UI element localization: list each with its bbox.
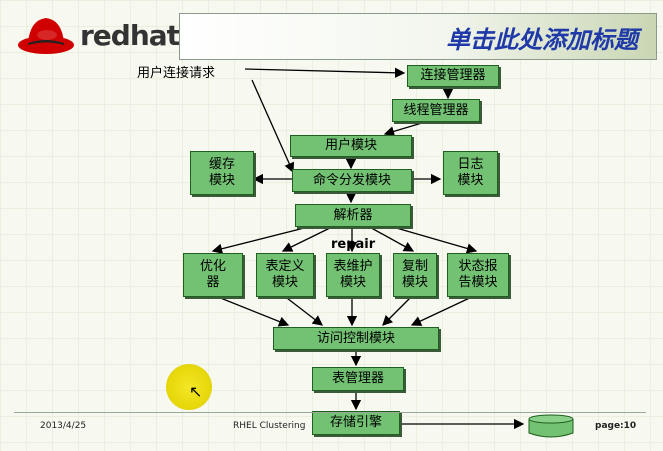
box-cache-module[interactable]: 缓存 模块 bbox=[190, 151, 254, 195]
box-user-module[interactable]: 用户模块 bbox=[290, 135, 412, 157]
box-thread-manager[interactable]: 线程管理器 bbox=[392, 99, 480, 122]
footer-center: RHEL Clustering bbox=[233, 421, 306, 431]
arrow-optimizer-to-access bbox=[212, 294, 290, 327]
box-connection-manager[interactable]: 连接管理器 bbox=[407, 65, 499, 87]
box-access-control[interactable]: 访问控制模块 bbox=[273, 327, 439, 350]
arrow-request-to-conn bbox=[244, 67, 406, 78]
box-table-maintenance[interactable]: 表维护 模块 bbox=[326, 253, 380, 297]
arrow-status-to-access bbox=[410, 294, 477, 326]
arrow-tabledef-to-access bbox=[282, 294, 324, 326]
box-dispatcher-module[interactable]: 命令分发模块 bbox=[292, 169, 412, 192]
box-replication[interactable]: 复制 模块 bbox=[393, 253, 437, 297]
repair-label: repair bbox=[331, 237, 376, 252]
box-table-manager[interactable]: 表管理器 bbox=[312, 367, 404, 391]
arrow-replication-to-access bbox=[382, 294, 414, 326]
mouse-pointer-icon: ↖ bbox=[189, 382, 203, 401]
box-status-report[interactable]: 状态报 告模块 bbox=[447, 253, 509, 297]
box-parser[interactable]: 解析器 bbox=[295, 204, 411, 227]
footer-divider bbox=[14, 412, 646, 413]
arrow-thread-to-user bbox=[383, 119, 433, 137]
box-optimizer[interactable]: 优化 器 bbox=[183, 253, 243, 297]
arrow-request-to-dispatch bbox=[251, 79, 295, 174]
arrow-parser-to-tabledef bbox=[281, 224, 337, 252]
arrow-parser-to-status bbox=[385, 224, 478, 254]
footer-date: 2013/4/25 bbox=[40, 421, 87, 431]
slide-title: 单击此处添加标题 bbox=[446, 26, 638, 54]
box-log-module[interactable]: 日志 模块 bbox=[443, 151, 498, 195]
arrow-parser-to-optimizer bbox=[211, 224, 317, 254]
box-table-definition[interactable]: 表定义 模块 bbox=[256, 253, 314, 297]
cursor-highlight bbox=[166, 364, 212, 410]
disk-cylinder-icon bbox=[528, 414, 574, 438]
footer-page: page:10 bbox=[595, 421, 637, 431]
redhat-shadowman-icon bbox=[18, 18, 74, 54]
brand-wordmark: redhat bbox=[80, 19, 180, 52]
title-placeholder[interactable]: 单击此处添加标题 bbox=[179, 13, 657, 60]
box-storage-engine[interactable]: 存储引擎 bbox=[312, 411, 400, 435]
arrow-parser-to-replication bbox=[365, 224, 415, 252]
redhat-logo bbox=[18, 18, 74, 54]
request-label: 用户连接请求 bbox=[137, 66, 216, 81]
